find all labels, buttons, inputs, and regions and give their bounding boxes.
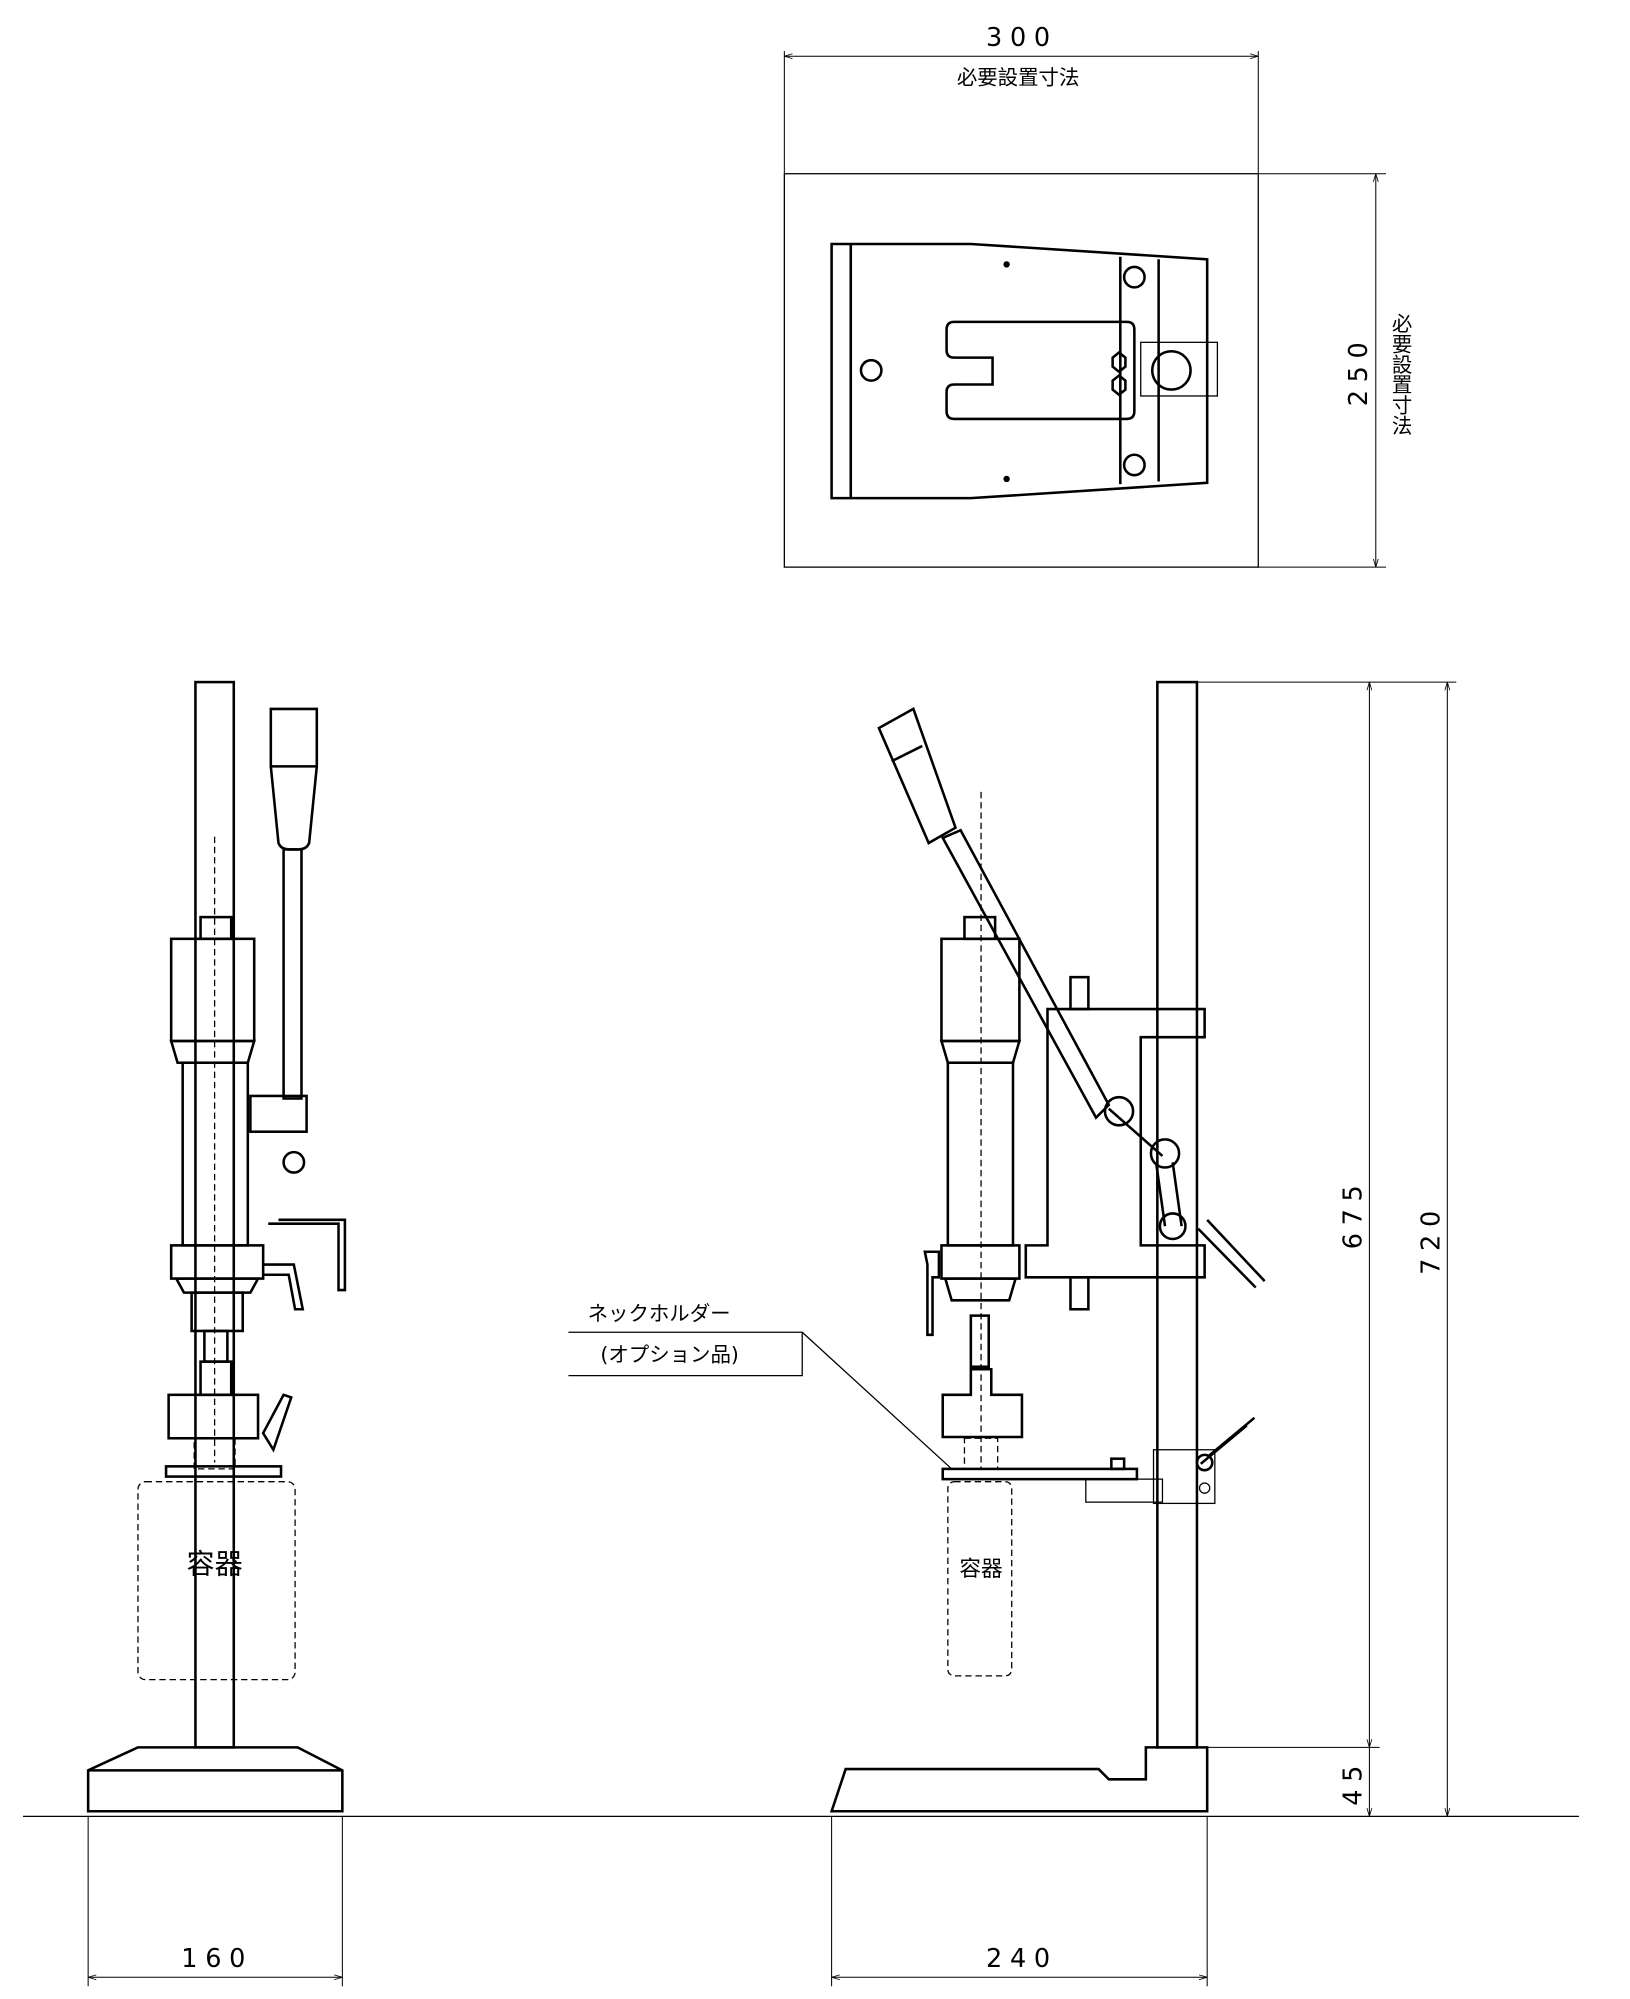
container-outline	[137, 1481, 296, 1681]
neck-holder-callout: ネックホルダー (オプション品)	[568, 1302, 953, 1470]
base	[86, 1746, 344, 1813]
bracket	[1024, 975, 1206, 1311]
lever-handle	[877, 707, 1266, 1289]
width-dimension: 300	[986, 23, 1058, 53]
depth-label: 必要設置寸法	[1388, 313, 1412, 436]
base-plate-top	[830, 242, 1219, 500]
capping-head	[923, 791, 1024, 1470]
top-view: 300 必要設置寸法 250 必要設置寸法	[783, 23, 1412, 568]
base	[829, 1746, 1209, 1813]
base-width-dimension: 240	[986, 1944, 1058, 1974]
total-height-dimension: 720	[1417, 1203, 1447, 1275]
container-outline	[947, 1481, 1013, 1677]
capping-head	[164, 836, 347, 1478]
column-height-dimension: 675	[1339, 1178, 1369, 1250]
installation-area-box	[783, 173, 1259, 568]
base-width-dimension: 160	[181, 1944, 253, 1974]
depth-dimension: 250	[1344, 335, 1374, 407]
width-label: 必要設置寸法	[957, 65, 1080, 89]
container-label: 容器	[187, 1548, 243, 1581]
neck-holder-label: ネックホルダー	[588, 1302, 731, 1326]
side-view: 容器 ネックホルダー (オプション品) 675 45 720 240	[568, 680, 1457, 1987]
lever-handle	[249, 707, 319, 1174]
front-view: 容器 160	[86, 680, 347, 1987]
option-label: (オプション品)	[600, 1343, 738, 1367]
base-height-dimension: 45	[1339, 1758, 1369, 1806]
container-label: 容器	[959, 1557, 1003, 1582]
neck-holder	[941, 1416, 1256, 1505]
